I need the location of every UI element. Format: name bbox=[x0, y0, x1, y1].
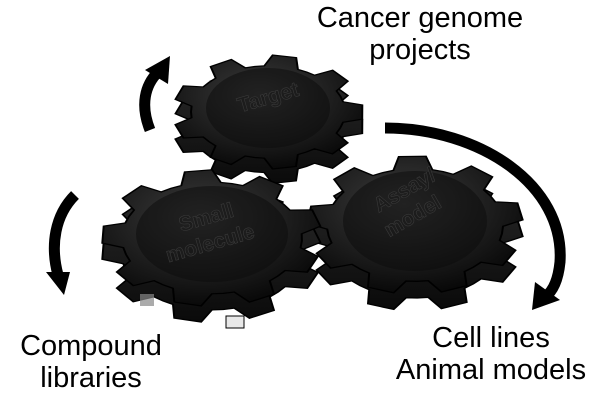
cancer-genome-projects-label: Cancer genome projects bbox=[300, 2, 540, 66]
target-gear bbox=[175, 55, 362, 183]
cell-lines-line: Cell lines bbox=[384, 322, 598, 354]
cell-lines-animal-models-label: Cell lines Animal models bbox=[384, 322, 598, 386]
compound-libraries-line2: libraries bbox=[6, 362, 176, 394]
animal-models-line: Animal models bbox=[384, 354, 598, 386]
cancer-genome-projects-line1: Cancer genome bbox=[300, 2, 540, 34]
cancer-genome-projects-line2: projects bbox=[300, 34, 540, 66]
cycle-arrow-left bbox=[46, 195, 75, 295]
compound-libraries-line1: Compound bbox=[6, 330, 176, 362]
compound-libraries-label: Compound libraries bbox=[6, 330, 176, 394]
cycle-arrow-top-left bbox=[145, 56, 170, 130]
